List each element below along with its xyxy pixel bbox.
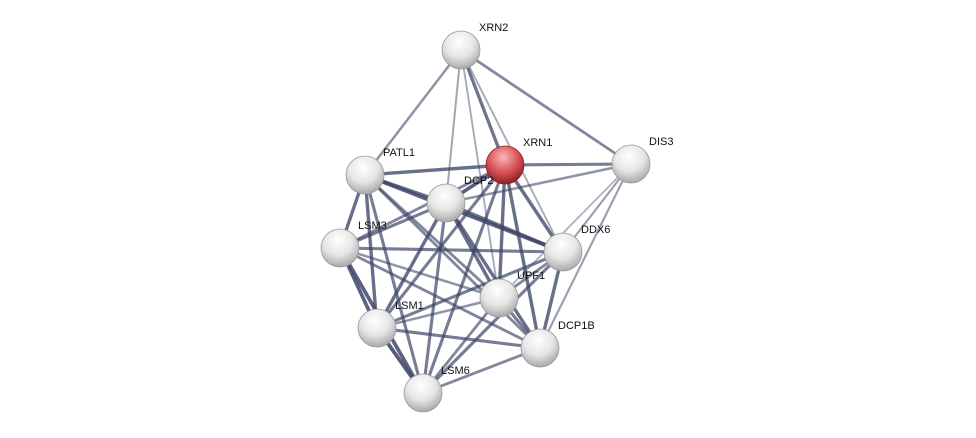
- edge-xrn1-upf1[interactable]: [497, 164, 507, 299]
- edge-xrn2-patl1[interactable]: [364, 49, 462, 176]
- edge-dis3-dcp1b[interactable]: [539, 163, 632, 349]
- edge-patl1-lsm1[interactable]: [363, 174, 379, 329]
- edge-lsm3-ddx6[interactable]: [339, 246, 564, 254]
- edge-dcp2-ddx6[interactable]: [445, 201, 564, 254]
- edge-dcp2-lsm6[interactable]: [421, 202, 448, 394]
- node-patl1[interactable]: PATL1: [345, 147, 415, 195]
- edge-xrn2-upf1[interactable]: [460, 49, 500, 299]
- node-sphere[interactable]: [345, 155, 385, 195]
- node-label: LSM1: [395, 300, 424, 312]
- node-dcp2[interactable]: DCP2: [426, 175, 493, 223]
- edge-dis3-upf1[interactable]: [498, 163, 632, 299]
- node-label: PATL1: [383, 147, 415, 159]
- node-sphere[interactable]: [441, 30, 481, 70]
- node-lsm3[interactable]: LSM3: [320, 220, 387, 268]
- edge-lsm3-dcp1b[interactable]: [339, 246, 541, 350]
- edge-xrn1-patl1[interactable]: [364, 163, 506, 177]
- edge-dcp2-dcp1b[interactable]: [444, 202, 542, 349]
- node-sphere[interactable]: [403, 373, 443, 413]
- edge-xrn1-dis3[interactable]: [504, 162, 632, 167]
- node-label: DDX6: [581, 224, 610, 236]
- node-upf1[interactable]: UPF1: [479, 270, 545, 318]
- node-sphere[interactable]: [543, 232, 583, 272]
- edge-upf1-lsm6[interactable]: [421, 297, 501, 394]
- node-label: LSM3: [358, 220, 387, 232]
- node-sphere[interactable]: [357, 308, 397, 348]
- node-ddx6[interactable]: DDX6: [543, 224, 610, 272]
- edge-lsm1-dcp1b[interactable]: [376, 326, 541, 350]
- edge-upf1-lsm1[interactable]: [376, 296, 500, 330]
- node-lsm6[interactable]: LSM6: [403, 365, 470, 413]
- edge-xrn2-dis3[interactable]: [460, 48, 632, 166]
- edge-dcp2-lsm1[interactable]: [375, 202, 448, 329]
- node-sphere[interactable]: [485, 145, 525, 185]
- edge-xrn1-lsm6[interactable]: [421, 164, 507, 394]
- edge-patl1-dcp1b[interactable]: [364, 174, 541, 349]
- node-sphere[interactable]: [520, 328, 560, 368]
- node-sphere[interactable]: [320, 228, 360, 268]
- edge-xrn1-lsm3[interactable]: [339, 163, 506, 250]
- node-label: UPF1: [517, 270, 545, 282]
- node-xrn2[interactable]: XRN2: [441, 22, 508, 70]
- edge-xrn1-dcp1b[interactable]: [503, 164, 542, 349]
- node-label: XRN2: [479, 22, 508, 34]
- node-sphere[interactable]: [479, 278, 519, 318]
- edge-dcp1b-lsm6[interactable]: [422, 346, 541, 395]
- node-label: LSM6: [441, 365, 470, 377]
- edge-dis3-dcp2[interactable]: [445, 162, 632, 205]
- node-label: DCP1B: [558, 320, 595, 332]
- edge-xrn2-xrn1[interactable]: [459, 49, 507, 166]
- node-label: DIS3: [649, 136, 673, 148]
- node-lsm1[interactable]: LSM1: [357, 300, 424, 348]
- edge-ddx6-lsm1[interactable]: [376, 250, 564, 330]
- node-xrn1[interactable]: XRN1: [485, 137, 552, 185]
- node-dcp1b[interactable]: DCP1B: [520, 320, 595, 368]
- edge-patl1-lsm6[interactable]: [363, 174, 425, 394]
- edge-xrn2-dcp2[interactable]: [445, 49, 462, 204]
- node-label: DCP2: [464, 175, 493, 187]
- node-label: XRN1: [523, 137, 552, 149]
- node-sphere[interactable]: [426, 183, 466, 223]
- edge-ddx6-lsm6[interactable]: [421, 250, 565, 395]
- node-sphere[interactable]: [611, 144, 651, 184]
- node-dis3[interactable]: DIS3: [611, 136, 673, 184]
